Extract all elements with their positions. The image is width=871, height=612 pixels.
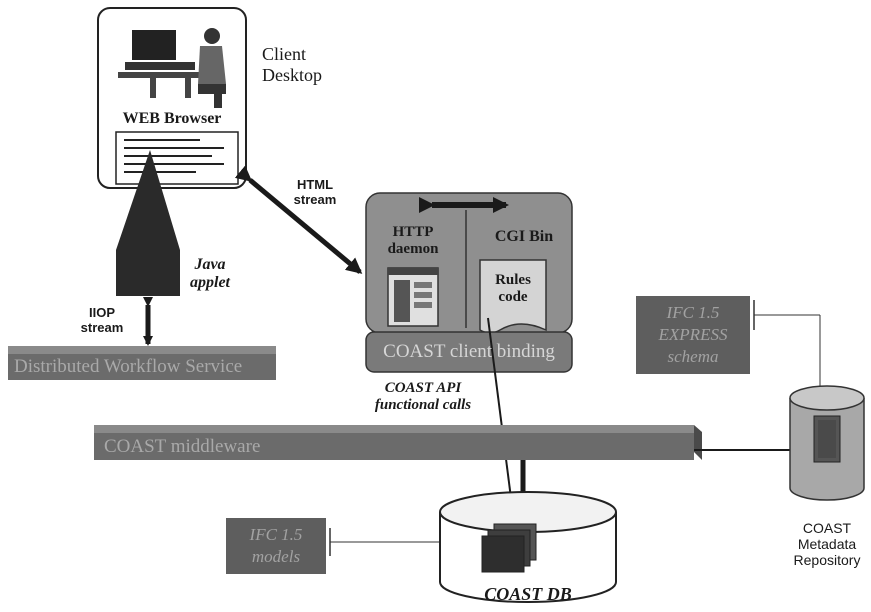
- document-icon: [814, 416, 840, 462]
- coast-db-label: COAST DB: [440, 584, 616, 605]
- api-calls-label: COAST API functional calls: [348, 380, 498, 415]
- middleware-slab-end: [694, 425, 702, 460]
- html-stream-label: HTML stream: [280, 178, 350, 208]
- document-stack-icon: [482, 524, 536, 572]
- rules-code-label: Rules code: [480, 272, 546, 307]
- workflow-service-slab: Distributed Workflow Service: [8, 354, 276, 380]
- cgi-bin-label: CGI Bin: [484, 228, 564, 246]
- client-binding-label: COAST client binding: [366, 341, 572, 363]
- metadata-repository-label: COAST Metadata Repository: [784, 520, 870, 568]
- server-window-icon: [388, 268, 438, 326]
- ifc-models-card: IFC 1.5 models: [226, 518, 326, 574]
- client-desktop-caption: Client Desktop: [262, 44, 342, 85]
- middleware-label: COAST middleware: [104, 436, 260, 457]
- browser-page-icon: [116, 132, 238, 184]
- iiop-stream-label: IIOP stream: [72, 306, 132, 336]
- middleware-slab-top: [94, 425, 694, 433]
- ifc-schema-card: IFC 1.5 EXPRESS schema: [636, 296, 750, 374]
- workflow-slab-top: [8, 346, 276, 354]
- http-daemon-label: HTTP daemon: [378, 224, 448, 259]
- workflow-service-label: Distributed Workflow Service: [14, 356, 242, 377]
- java-applet-label: Java applet: [180, 256, 240, 293]
- web-browser-label: WEB Browser: [100, 110, 244, 128]
- middleware-slab: COAST middleware: [94, 433, 694, 460]
